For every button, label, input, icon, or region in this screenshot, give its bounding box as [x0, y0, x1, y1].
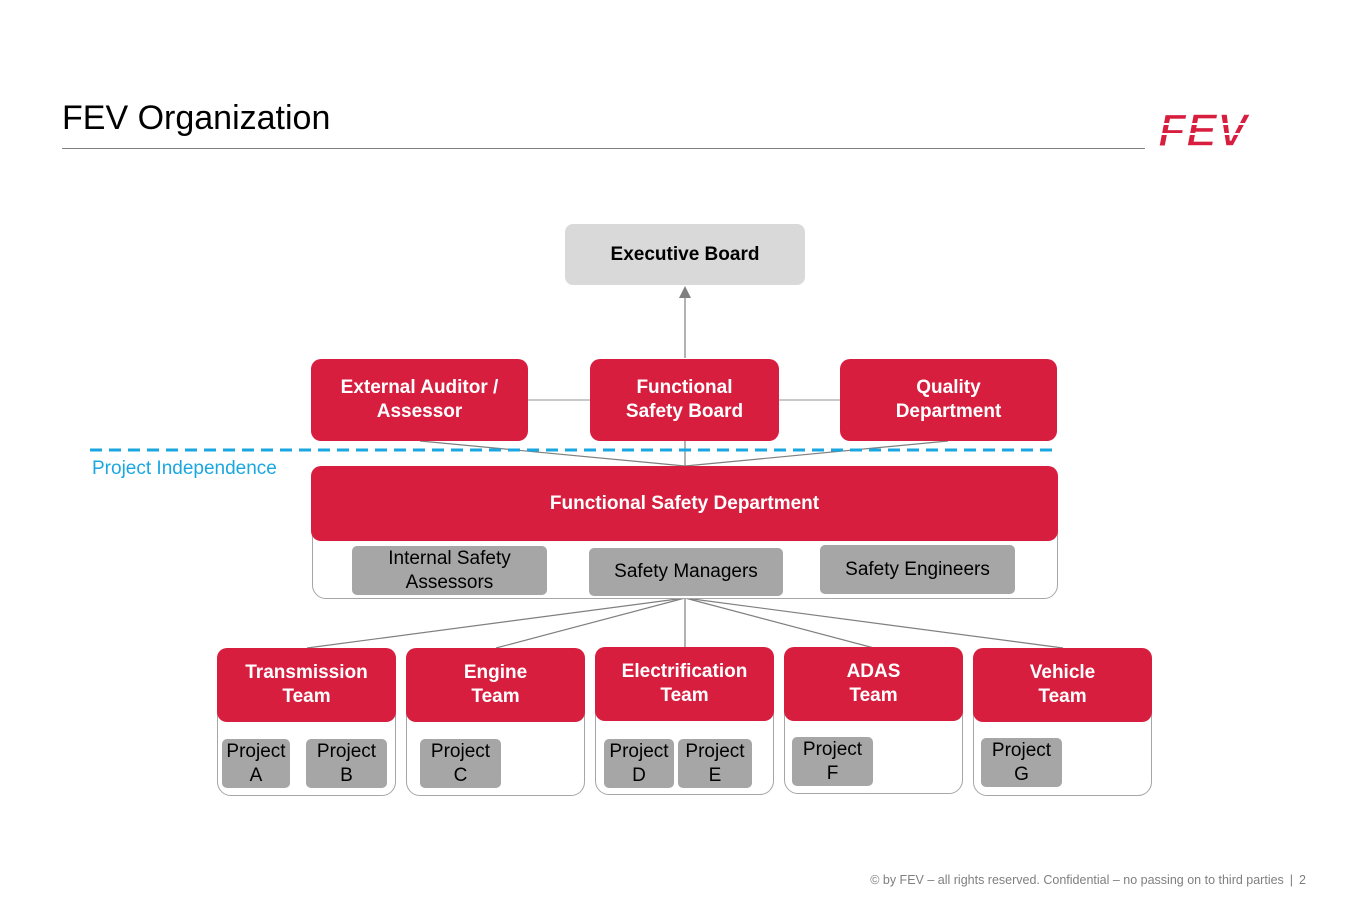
project-a-box: Project A: [222, 739, 290, 788]
executive-board-box: Executive Board: [565, 224, 805, 285]
project-independence-label: Project Independence: [92, 458, 277, 479]
svg-text:FEV: FEV: [1158, 106, 1251, 152]
footer-separator: |: [1289, 873, 1294, 887]
external-auditor-box: External Auditor / Assessor: [311, 359, 528, 441]
safety-engineers-label: Safety Engineers: [845, 558, 990, 580]
project-b-box: Project B: [306, 739, 387, 788]
internal-safety-assessors-label: Internal Safety Assessors: [388, 547, 511, 593]
footer-copyright: © by FEV – all rights reserved. Confiden…: [870, 873, 1284, 887]
safety-engineers-box: Safety Engineers: [820, 545, 1015, 594]
title-divider: [62, 148, 1145, 149]
footer: © by FEV – all rights reserved. Confiden…: [870, 873, 1306, 887]
functional-safety-board-box: Functional Safety Board: [590, 359, 779, 441]
engine-team-label: Engine Team: [463, 662, 528, 707]
transmission-team-label: Transmission Team: [245, 662, 368, 707]
safety-managers-box: Safety Managers: [589, 548, 783, 596]
link-auditor-fsd: [419, 440, 686, 467]
project-e-box: Project E: [678, 739, 752, 788]
internal-safety-assessors-box: Internal Safety Assessors: [352, 546, 547, 595]
fev-logo: FEV: [1158, 106, 1282, 152]
project-c-label: Project C: [430, 740, 491, 786]
project-f-box: Project F: [792, 737, 873, 786]
link-fsd-vehicle: [684, 597, 1064, 649]
functional-safety-department-label: Functional Safety Department: [549, 492, 820, 514]
page-number: 2: [1299, 873, 1306, 887]
link-fsd-adas: [684, 597, 875, 649]
project-b-label: Project B: [316, 740, 377, 786]
project-a-label: Project A: [226, 740, 286, 786]
quality-department-box: Quality Department: [840, 359, 1057, 441]
project-g-label: Project G: [991, 739, 1052, 785]
functional-safety-board-label: Functional Safety Board: [625, 377, 744, 422]
link-fsd-transmission: [306, 597, 686, 649]
executive-board-label: Executive Board: [610, 243, 760, 265]
quality-department-label: Quality Department: [895, 377, 1002, 422]
electrification-team-box: Electrification Team: [595, 647, 774, 721]
vehicle-team-box: Vehicle Team: [973, 648, 1152, 722]
project-c-box: Project C: [420, 739, 501, 788]
project-e-label: Project E: [685, 740, 745, 786]
safety-managers-label: Safety Managers: [614, 561, 758, 582]
external-auditor-label: External Auditor / Assessor: [340, 377, 499, 422]
adas-team-box: ADAS Team: [784, 647, 963, 721]
transmission-team-box: Transmission Team: [217, 648, 396, 722]
electrification-team-label: Electrification Team: [621, 661, 748, 706]
adas-team-label: ADAS Team: [846, 661, 901, 706]
project-d-label: Project D: [609, 740, 669, 786]
page-title: FEV Organization: [62, 99, 331, 137]
vehicle-team-label: Vehicle Team: [1029, 662, 1096, 707]
project-g-box: Project G: [981, 738, 1062, 787]
link-fsd-engine: [495, 597, 686, 649]
project-f-label: Project F: [802, 738, 863, 784]
functional-safety-department-box: Functional Safety Department: [311, 466, 1058, 541]
project-d-box: Project D: [604, 739, 674, 788]
link-quality-fsd: [684, 440, 949, 467]
engine-team-box: Engine Team: [406, 648, 585, 722]
